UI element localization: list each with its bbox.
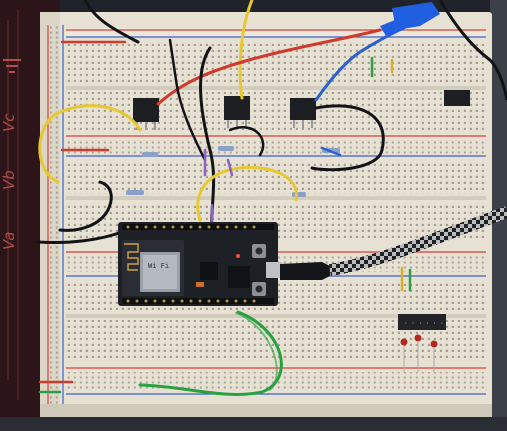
voltage-regulator-1 [133, 98, 159, 130]
dip-ic: · · · · · · [398, 314, 446, 330]
desk-bottom [0, 417, 507, 431]
mat-label-vc: Vc [0, 113, 18, 132]
top-right-wires [438, 0, 507, 101]
wires [36, 0, 432, 396]
wifi-icon: Wi Fi [148, 262, 169, 270]
mat-label-va: Va [0, 232, 18, 251]
nodemcu-board: Wi Fi [118, 222, 282, 306]
small-ic-top-right [444, 90, 470, 106]
terminal-strips [66, 28, 486, 395]
antenna-trace [124, 243, 139, 271]
ceramic-capacitors [400, 334, 438, 372]
ic-marking: · · · · · · [404, 320, 444, 327]
mat-label-vb: Vb [0, 170, 18, 190]
voltage-regulator-3 [290, 98, 316, 128]
breadboard-bottom-edge [40, 404, 492, 417]
led-icon [236, 254, 240, 258]
usb-cable [280, 206, 507, 280]
mat-markings: Vc Vb Va [0, 10, 21, 400]
ground-symbol [3, 59, 21, 73]
voltage-regulator-2 [224, 96, 250, 128]
micro-usb-port [266, 262, 282, 278]
blue-tape [380, 2, 440, 36]
left-vertical-rail [47, 25, 64, 405]
